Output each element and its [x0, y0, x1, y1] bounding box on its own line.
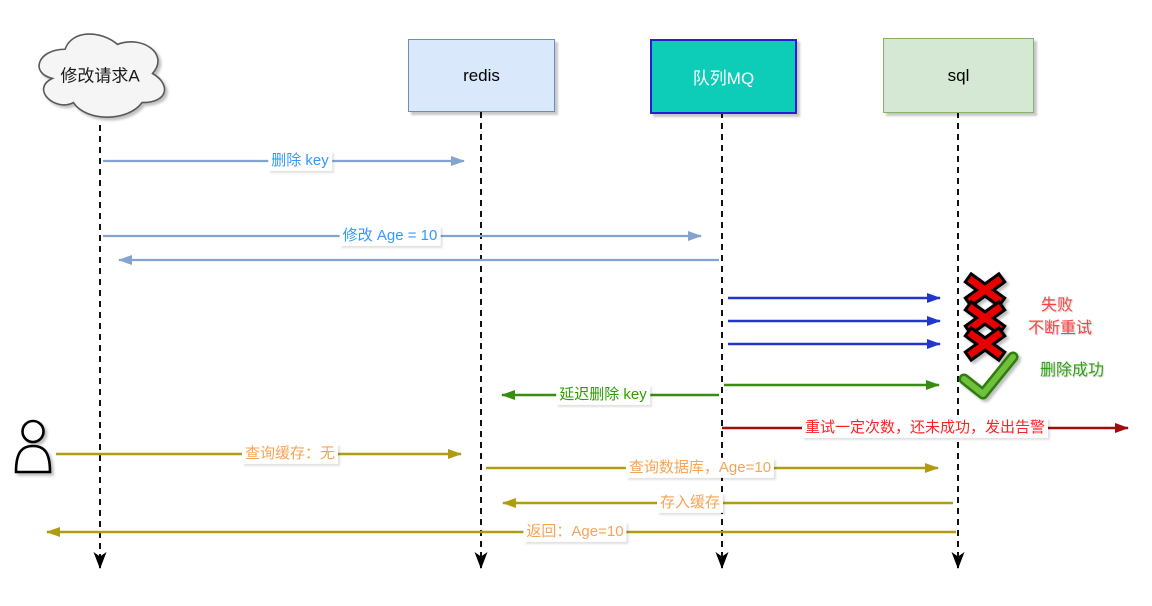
message-label-return-age: 返回：Age=10: [523, 521, 627, 543]
message-label-store-cache: 存入缓存: [656, 492, 724, 514]
actor-box-mq: 队列MQ: [650, 39, 797, 114]
client-cloud-shape: [38, 33, 166, 118]
success-check-icon: [958, 351, 1019, 400]
actor-label-client: 修改请求A: [60, 66, 140, 86]
note-fail-subtitle: 不断重试: [1027, 320, 1093, 337]
actor-label-redis: redis: [463, 65, 500, 85]
actor-box-sql: sql: [883, 38, 1034, 113]
fail-x-icon: [963, 271, 1007, 309]
fail-x-icon: [963, 299, 1007, 337]
message-label-query-db: 查询数据库，Age=10: [625, 457, 775, 479]
note-fail-title: 失败: [1040, 297, 1074, 314]
actor-box-redis: redis: [408, 39, 555, 112]
fail-x-icon: [963, 325, 1007, 363]
message-label-delete-key: 删除 key: [268, 150, 332, 172]
message-label-query-cache: 查询缓存：无: [241, 443, 339, 465]
note-success: 删除成功: [1039, 362, 1105, 379]
message-label-delay-delete: 延迟删除 key: [556, 384, 650, 406]
user-person-icon: [14, 419, 52, 474]
message-label-alert: 重试一定次数，还未成功，发出告警: [801, 417, 1049, 439]
actor-label-sql: sql: [947, 65, 970, 85]
message-label-modify-age: 修改 Age = 10: [339, 225, 441, 247]
actor-label-mq: 队列MQ: [692, 69, 755, 88]
